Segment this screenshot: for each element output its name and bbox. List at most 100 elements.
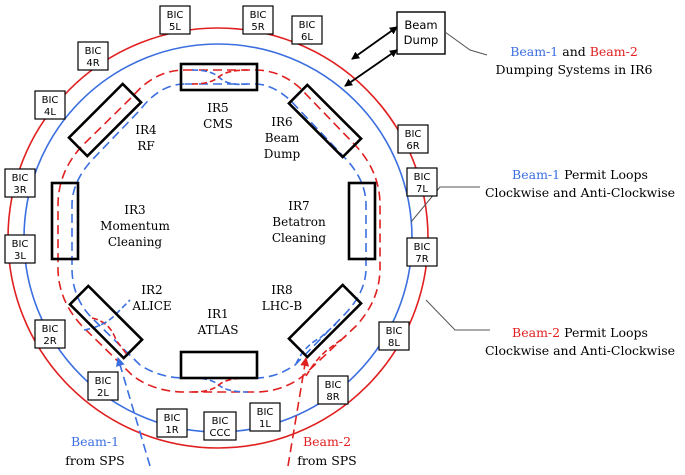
svg-text:8L: 8L bbox=[388, 338, 400, 349]
svg-text:IR7: IR7 bbox=[288, 199, 309, 213]
svg-text:BIC: BIC bbox=[12, 173, 29, 184]
svg-text:4R: 4R bbox=[86, 58, 99, 69]
svg-text:IR4: IR4 bbox=[135, 123, 157, 137]
bic-box-8r: BIC 8R bbox=[317, 375, 349, 405]
bic-box-5l: BIC 5L bbox=[159, 5, 191, 35]
svg-text:6L: 6L bbox=[301, 32, 313, 43]
ir-boxes bbox=[50, 62, 377, 380]
bic-box-1l: BIC 1L bbox=[249, 402, 281, 432]
svg-text:Beam-2: Beam-2 bbox=[303, 434, 351, 449]
beam2-source-label: Beam-2 from SPS bbox=[297, 434, 357, 468]
svg-text:7L: 7L bbox=[416, 184, 428, 195]
svg-text:Beam-1: Beam-1 bbox=[71, 434, 119, 449]
svg-text:BIC: BIC bbox=[42, 324, 59, 335]
svg-text:BIC: BIC bbox=[414, 242, 431, 253]
beam1-permit-loops-annotation: Beam-1 Permit Loops Clockwise and Anti-C… bbox=[485, 167, 675, 200]
svg-text:IR8: IR8 bbox=[271, 283, 292, 297]
bic-box-6l: BIC 6L bbox=[291, 15, 323, 45]
ir2-label: IR2 ALICE bbox=[131, 283, 171, 313]
svg-text:Dump: Dump bbox=[264, 147, 301, 161]
ir6-label: IR6 Beam Dump bbox=[264, 115, 301, 161]
ir6-box bbox=[287, 83, 363, 159]
bic-box-7r: BIC 7R bbox=[406, 237, 438, 267]
svg-text:Clockwise and Anti-Clockwise: Clockwise and Anti-Clockwise bbox=[485, 185, 675, 200]
ir7-box bbox=[347, 181, 377, 261]
bic-box-2l: BIC 2L bbox=[87, 371, 119, 401]
svg-text:ALICE: ALICE bbox=[131, 299, 171, 313]
beam2-permit-loops-annotation: Beam-2 Permit Loops Clockwise and Anti-C… bbox=[485, 325, 675, 358]
ir5-box bbox=[179, 62, 259, 92]
bic-box-4r: BIC 4R bbox=[77, 41, 109, 71]
svg-text:Clockwise and Anti-Clockwise: Clockwise and Anti-Clockwise bbox=[485, 343, 675, 358]
svg-text:Dumping Systems in IR6: Dumping Systems in IR6 bbox=[496, 62, 653, 77]
svg-text:IR5: IR5 bbox=[207, 101, 228, 115]
svg-text:BIC: BIC bbox=[167, 10, 184, 21]
svg-text:Beam-1 and Beam-2: Beam-1 and Beam-2 bbox=[510, 44, 638, 59]
svg-text:BIC: BIC bbox=[386, 326, 403, 337]
svg-text:BIC: BIC bbox=[325, 380, 342, 391]
svg-text:3R: 3R bbox=[13, 185, 26, 196]
svg-text:ATLAS: ATLAS bbox=[197, 323, 239, 337]
ir5-label: IR5 CMS bbox=[203, 101, 233, 131]
svg-text:2L: 2L bbox=[97, 388, 109, 399]
ir7-label: IR7 Betatron Cleaning bbox=[272, 199, 327, 245]
svg-text:5L: 5L bbox=[169, 22, 181, 33]
beam1-source-label: Beam-1 from SPS bbox=[65, 434, 125, 468]
beam-dump-arrow-red bbox=[344, 49, 398, 87]
bic-box-3l: BIC 3L bbox=[4, 234, 36, 264]
svg-text:Beam: Beam bbox=[265, 131, 300, 145]
ir3-label: IR3 Momentum Cleaning bbox=[100, 203, 170, 249]
bic-box-2r: BIC 2R bbox=[34, 319, 66, 349]
svg-text:Betatron: Betatron bbox=[272, 215, 326, 229]
svg-text:CCC: CCC bbox=[210, 428, 231, 439]
svg-text:BIC: BIC bbox=[212, 416, 229, 427]
bic-box-3r: BIC 3R bbox=[4, 168, 36, 198]
beam2-path bbox=[57, 69, 381, 393]
svg-text:8R: 8R bbox=[326, 392, 339, 403]
svg-text:4L: 4L bbox=[44, 107, 56, 118]
dumping-systems-annotation: Beam-1 and Beam-2 Dumping Systems in IR6 bbox=[496, 44, 653, 77]
beam1-injection-line bbox=[115, 357, 151, 467]
svg-text:1L: 1L bbox=[259, 419, 271, 430]
ir2-box bbox=[68, 284, 144, 360]
bic-box-1r: BIC 1R bbox=[156, 408, 188, 438]
bic-box-ccc: BIC CCC bbox=[203, 411, 237, 441]
svg-text:BIC: BIC bbox=[85, 46, 102, 57]
ir3-box bbox=[50, 181, 80, 261]
beam-dump-label-line1: Beam bbox=[404, 18, 437, 32]
leader-lines bbox=[410, 31, 490, 331]
ir8-label: IR8 LHC-B bbox=[262, 283, 303, 313]
bic-box-5r: BIC 5R bbox=[242, 5, 274, 35]
beam-dump-label-line2: Dump bbox=[404, 33, 439, 47]
svg-text:7R: 7R bbox=[415, 254, 428, 265]
svg-text:from SPS: from SPS bbox=[65, 453, 125, 468]
svg-text:BIC: BIC bbox=[42, 95, 59, 106]
ir4-box bbox=[67, 82, 143, 158]
svg-text:Beam-2 Permit Loops: Beam-2 Permit Loops bbox=[512, 325, 648, 340]
svg-text:Cleaning: Cleaning bbox=[108, 235, 163, 249]
svg-text:BIC: BIC bbox=[12, 239, 29, 250]
svg-text:Cleaning: Cleaning bbox=[272, 231, 327, 245]
bic-box-6r: BIC 6R bbox=[397, 124, 429, 154]
svg-text:IR1: IR1 bbox=[207, 307, 228, 321]
svg-text:Beam-1 Permit Loops: Beam-1 Permit Loops bbox=[512, 167, 648, 182]
svg-text:BIC: BIC bbox=[405, 129, 422, 140]
bic-box-8l: BIC 8L bbox=[378, 321, 410, 351]
svg-text:BIC: BIC bbox=[414, 172, 431, 183]
svg-text:BIC: BIC bbox=[257, 407, 274, 418]
svg-text:IR3: IR3 bbox=[124, 203, 145, 217]
svg-text:IR2: IR2 bbox=[141, 283, 162, 297]
svg-text:BIC: BIC bbox=[250, 10, 267, 21]
svg-text:LHC-B: LHC-B bbox=[262, 299, 303, 313]
ir1-box bbox=[179, 350, 259, 380]
ir4-label: IR4 RF bbox=[135, 123, 157, 153]
ir8-box bbox=[287, 283, 363, 359]
svg-text:IR6: IR6 bbox=[271, 115, 292, 129]
svg-text:Momentum: Momentum bbox=[100, 219, 170, 233]
svg-text:RF: RF bbox=[137, 139, 154, 153]
svg-text:BIC: BIC bbox=[299, 20, 316, 31]
svg-text:3L: 3L bbox=[14, 251, 26, 262]
svg-text:2R: 2R bbox=[43, 336, 56, 347]
bic-box-7l: BIC 7L bbox=[406, 167, 438, 197]
